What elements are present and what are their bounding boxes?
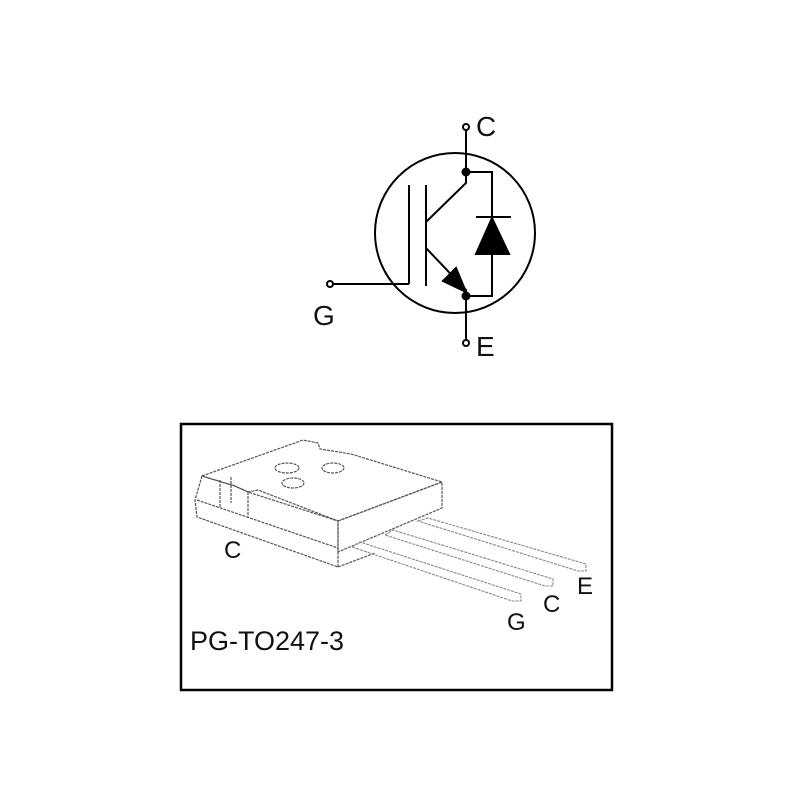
gate-terminal bbox=[326, 280, 334, 288]
lead-gate bbox=[350, 541, 522, 602]
package-tab-label: C bbox=[224, 537, 241, 564]
device-circle bbox=[374, 152, 536, 314]
collector-diagonal bbox=[425, 172, 467, 223]
igbt-symbol bbox=[326, 123, 536, 347]
package-mark-1 bbox=[274, 462, 300, 474]
pin-label-emitter: E bbox=[577, 573, 593, 600]
package-left-face bbox=[194, 475, 339, 568]
package-top-face bbox=[200, 439, 444, 522]
package-drawing bbox=[194, 439, 444, 568]
lead-emitter bbox=[416, 517, 587, 572]
diode-triangle bbox=[474, 215, 511, 255]
package-mark-3 bbox=[281, 477, 305, 489]
package-leads bbox=[350, 517, 587, 602]
package-name: PG-TO247-3 bbox=[190, 626, 344, 656]
collector-label: C bbox=[476, 111, 496, 142]
package-mark-2 bbox=[321, 462, 345, 474]
collector-terminal bbox=[462, 123, 470, 131]
package-frame bbox=[179, 422, 614, 692]
emitter-arrow bbox=[441, 266, 468, 295]
pin-label-collector: C bbox=[543, 591, 560, 618]
package-right-face bbox=[337, 481, 443, 553]
package-mid-edge bbox=[196, 499, 339, 549]
lead-collector bbox=[383, 529, 554, 587]
gate-label: G bbox=[313, 300, 335, 331]
package-bottom-right bbox=[337, 552, 376, 568]
emitter-terminal bbox=[462, 339, 470, 347]
pin-label-gate: G bbox=[507, 609, 526, 636]
emitter-label: E bbox=[476, 331, 495, 362]
